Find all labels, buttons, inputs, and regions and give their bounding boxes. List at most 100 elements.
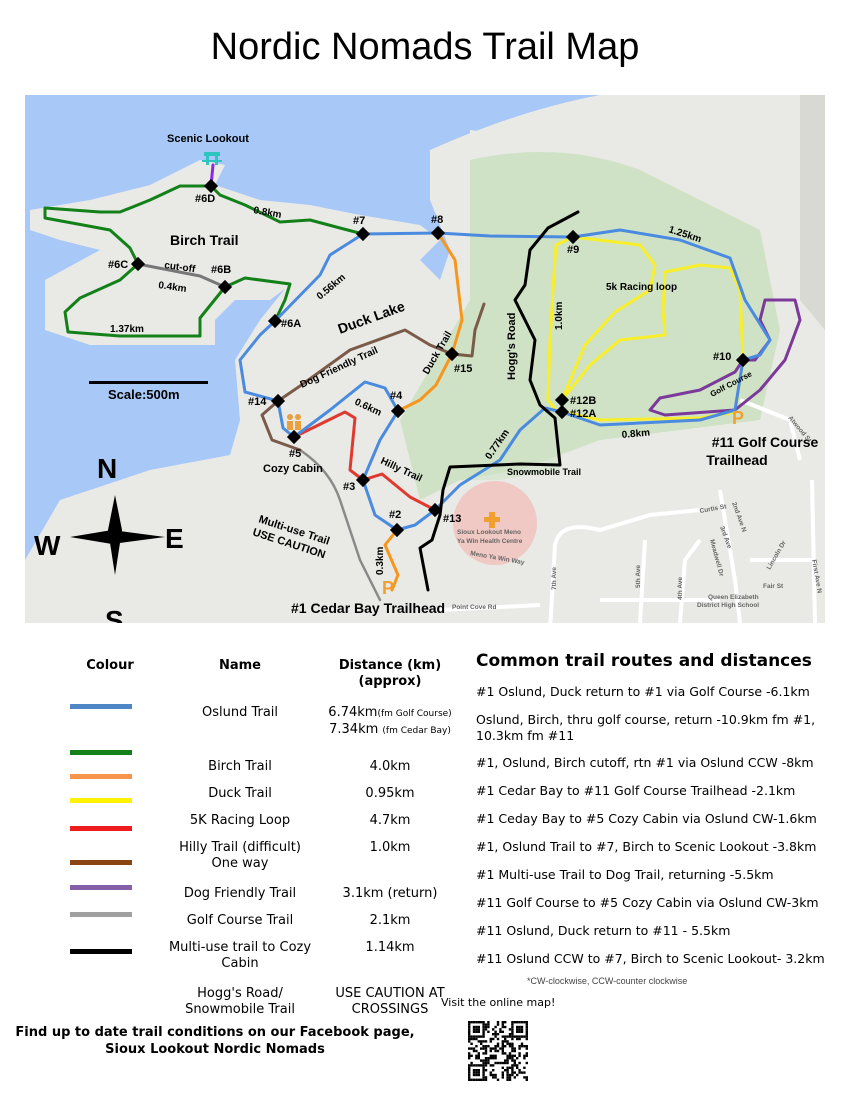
legend-name: Hogg's Road/Snowmobile Trail xyxy=(185,986,295,1017)
trail-junctions: #6D#7#8#9#6C#6B#6A#15#14#4#5#3#2#13#12B#… xyxy=(108,178,751,538)
junction-marker xyxy=(554,392,570,408)
junction-marker xyxy=(430,225,446,241)
route-item: #1, Oslund, Birch cutoff, rtn #1 via Osl… xyxy=(476,755,814,770)
label-0-8km-b: 0.8km xyxy=(621,428,650,441)
junction-label: #4 xyxy=(390,390,403,402)
junction-marker xyxy=(427,502,443,518)
legend-name: Golf Course Trail xyxy=(186,913,294,928)
label-snowmobile: Snowmobile Trail xyxy=(507,467,581,477)
legend-name: Duck Trail xyxy=(208,786,272,801)
junction-marker xyxy=(270,393,286,409)
junction-marker xyxy=(286,429,302,445)
parking-icon-golf: P xyxy=(732,408,744,428)
legend-swatch xyxy=(70,912,132,917)
routes-title: Common trail routes and distances xyxy=(476,651,812,671)
svg-text:N: N xyxy=(97,453,117,484)
legend-swatch xyxy=(70,826,132,831)
cozy-cabin-icon xyxy=(287,414,301,430)
route-item: #11 Oslund CCW to #7, Birch to Scenic Lo… xyxy=(476,951,825,966)
junction-marker xyxy=(554,404,570,420)
legend-distance: 6.74km(fm Golf Course)7.34km (fm Cedar B… xyxy=(328,705,452,737)
trail-golf-course[interactable] xyxy=(298,448,382,602)
junction-label: #13 xyxy=(443,513,461,525)
junction-label: #8 xyxy=(431,214,443,226)
trail-dog-friendly[interactable] xyxy=(260,302,486,452)
svg-text:7th Ave: 7th Ave xyxy=(551,567,558,590)
label-racing-loop: 5k Racing loop xyxy=(606,282,677,293)
svg-text:Point Cove Rd: Point Cove Rd xyxy=(452,604,496,611)
label-golf-trailhead-2: Trailhead xyxy=(706,452,767,468)
legend-swatch xyxy=(70,774,132,779)
qr-code[interactable] xyxy=(468,1021,528,1081)
label-cutoff: cut-off xyxy=(164,260,197,275)
legend-distance: 1.14km xyxy=(365,940,415,955)
page-title: Nordic Nomads Trail Map xyxy=(210,26,640,68)
legend-swatch xyxy=(70,798,132,803)
legend-distance: 0.95km xyxy=(365,786,415,801)
junction-marker xyxy=(390,403,406,419)
label-birch-trail: Birch Trail xyxy=(170,232,238,248)
label-hoggs-road: Hogg's Road xyxy=(506,313,518,380)
route-item: #1 Cedar Bay to #11 Golf Course Trailhea… xyxy=(476,783,796,798)
parking-icon-cedar: P xyxy=(382,578,394,598)
legend-name: Dog Friendly Trail xyxy=(183,886,297,901)
label-1-0km: 1.0km xyxy=(554,302,565,330)
svg-text:E: E xyxy=(165,523,184,554)
facebook-note: Find up to date trail conditions on our … xyxy=(15,1025,415,1057)
svg-text:Fair St: Fair St xyxy=(763,583,784,590)
legend-name: Oslund Trail xyxy=(201,705,279,720)
svg-text:Queen Elizabeth: Queen Elizabeth xyxy=(708,594,759,601)
svg-text:4th Ave: 4th Ave xyxy=(677,577,684,600)
legend-swatch xyxy=(70,860,132,865)
svg-text:Curtis St: Curtis St xyxy=(699,503,728,515)
label-golf-trailhead: #11 Golf Course xyxy=(712,434,819,450)
trail-map[interactable]: #6D#7#8#9#6C#6B#6A#15#14#4#5#3#2#13#12B#… xyxy=(25,95,825,623)
svg-text:Sioux Lookout Meno: Sioux Lookout Meno xyxy=(457,529,521,536)
legend-swatch xyxy=(70,704,132,709)
junction-marker xyxy=(355,226,371,242)
label-0-4km: 0.4km xyxy=(158,280,188,295)
route-item: #11 Oslund, Duck return to #11 - 5.5km xyxy=(476,923,731,938)
junction-marker xyxy=(267,313,283,329)
trail-birch-cutoff[interactable] xyxy=(136,262,227,289)
hospital-icon xyxy=(484,512,500,528)
route-item: #1 Ceday Bay to #5 Cozy Cabin via Oslund… xyxy=(476,811,817,826)
junction-marker xyxy=(565,229,581,245)
junction-label: #3 xyxy=(343,481,355,493)
label-scenic-lookout: Scenic Lookout xyxy=(167,133,249,145)
legend-swatch xyxy=(70,885,132,890)
legend-name: Birch Trail xyxy=(208,759,272,774)
legend-distance: 3.1km (return) xyxy=(342,886,438,901)
scenic-lookout-icon xyxy=(202,152,222,165)
junction-marker xyxy=(389,522,405,538)
svg-text:District High School: District High School xyxy=(697,602,759,609)
junction-label: #6C xyxy=(108,259,128,271)
junction-marker xyxy=(735,352,751,368)
svg-text:5th Ave: 5th Ave xyxy=(635,565,642,588)
junction-label: #5 xyxy=(289,448,301,460)
legend-name: 5K Racing Loop xyxy=(189,813,291,828)
junction-marker xyxy=(217,279,233,295)
label-0-8km: 0.8km xyxy=(252,205,282,221)
routes-note: *CW-clockwise, CCW-counter clockwise xyxy=(527,976,688,986)
junction-label: #12B xyxy=(570,395,596,407)
junction-label: #7 xyxy=(353,215,365,227)
junction-label: #6A xyxy=(281,318,301,330)
online-map-text: Visit the online map! xyxy=(441,996,556,1009)
junction-marker xyxy=(444,346,460,362)
hoggs-road[interactable] xyxy=(418,210,580,592)
legend-distance: 4.7km xyxy=(369,813,411,828)
scale-bar xyxy=(89,381,208,384)
legend-swatch xyxy=(70,949,132,954)
trail-birch[interactable] xyxy=(43,184,365,338)
legend-name: Hilly Trail (difficult)One way xyxy=(179,840,301,871)
legend-swatch xyxy=(70,750,132,755)
legend-header-distance: Distance (km)(approx) xyxy=(338,658,442,689)
junction-label: #9 xyxy=(567,244,579,256)
label-cedar-trailhead: #1 Cedar Bay Trailhead xyxy=(291,600,445,616)
trail-hilly[interactable] xyxy=(292,410,437,512)
junction-marker xyxy=(355,472,371,488)
svg-text:Ya Win Health Centre: Ya Win Health Centre xyxy=(457,538,523,545)
